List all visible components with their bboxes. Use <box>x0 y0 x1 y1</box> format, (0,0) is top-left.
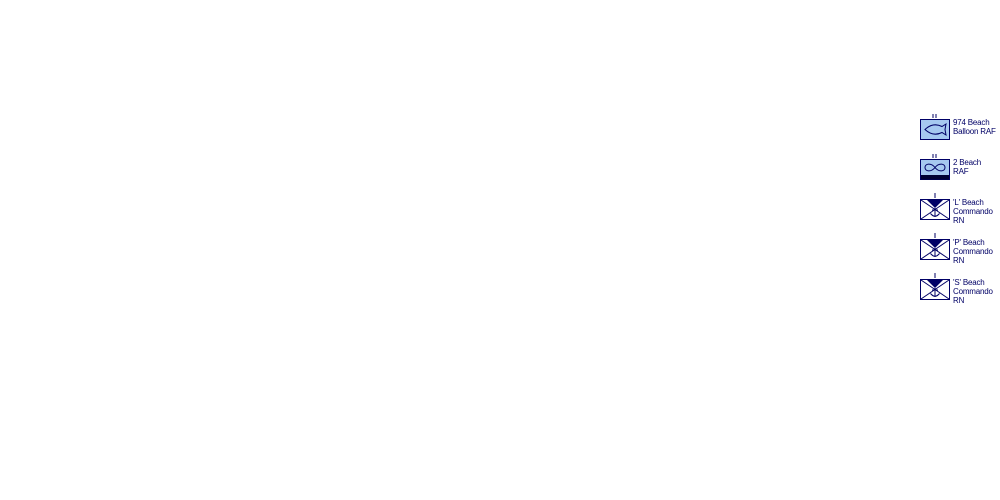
unit-label: 'L' Beach Commando RN <box>953 198 993 225</box>
infinity-icon <box>919 152 951 182</box>
unit-974-beach-balloon-raf: 974 Beach Balloon RAF <box>919 112 1000 146</box>
beach-commando-anchor-icon <box>919 232 951 262</box>
unit-s-beach-commando-rn: 'S' Beach Commando RN <box>919 272 1000 306</box>
unit-p-beach-commando-rn: 'P' Beach Commando RN <box>919 232 1000 266</box>
unit-label: 974 Beach Balloon RAF <box>953 118 996 136</box>
balloon-icon <box>919 112 951 142</box>
unit-label: 'P' Beach Commando RN <box>953 238 993 265</box>
unit-label: 'S' Beach Commando RN <box>953 278 993 305</box>
beach-commando-anchor-icon <box>919 192 951 222</box>
unit-l-beach-commando-rn: 'L' Beach Commando RN <box>919 192 1000 226</box>
beach-commando-anchor-icon <box>919 272 951 302</box>
unit-2-beach-raf: 2 Beach RAF <box>919 152 1000 186</box>
unit-label: 2 Beach RAF <box>953 158 981 176</box>
